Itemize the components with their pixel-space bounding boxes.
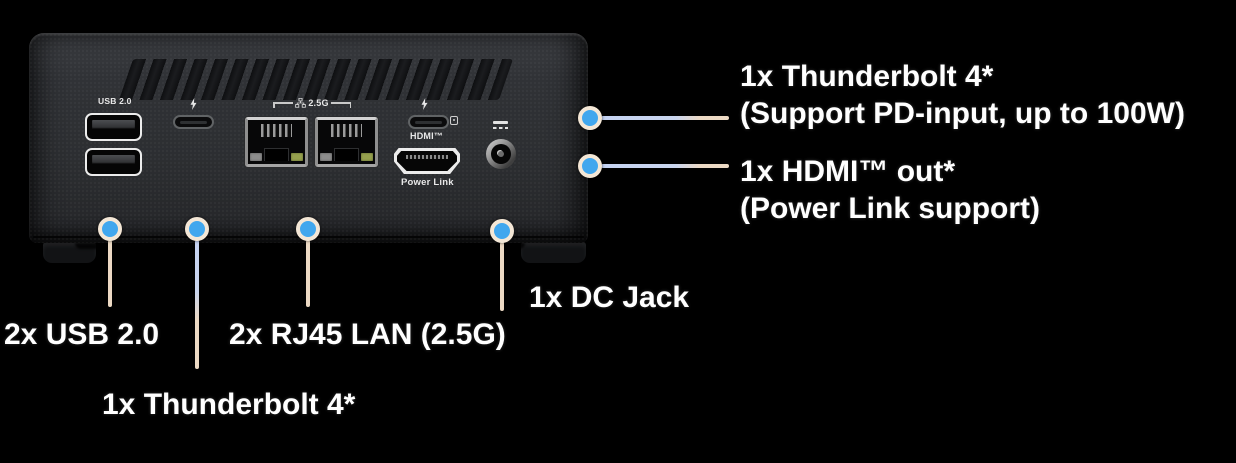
usb-a-port-1 xyxy=(85,113,142,141)
connector-line-thunderbolt-bottom xyxy=(195,240,199,369)
callout-dot-hdmi xyxy=(578,154,602,178)
lan-speed-print-label: 2.5G xyxy=(308,98,329,108)
rj45-port-2 xyxy=(315,117,378,167)
device-under-shadow xyxy=(75,243,525,249)
callout-label-usb: 2x USB 2.0 xyxy=(4,318,160,351)
lan-speed-bracket: 2.5G xyxy=(273,98,351,111)
usb-2.0-print-label: USB 2.0 xyxy=(98,96,132,106)
thunderbolt-port-right xyxy=(408,115,449,129)
lan-network-icon xyxy=(295,98,307,108)
callout-dot-thunderbolt-right xyxy=(578,106,602,130)
thunderbolt-port-left xyxy=(173,115,214,129)
callout-label-thunderbolt-bottom: 1x Thunderbolt 4* xyxy=(102,388,356,421)
hdmi-port xyxy=(394,148,460,174)
display-pd-icon xyxy=(450,116,458,125)
power-link-print-label: Power Link xyxy=(401,177,454,188)
callout-label-thunderbolt-right: 1x Thunderbolt 4* (Support PD-input, up … xyxy=(740,58,1185,132)
rj45-port-1 xyxy=(245,117,308,167)
vent-grille xyxy=(118,59,514,100)
dc-jack-port xyxy=(486,139,516,169)
connector-line-dc-jack xyxy=(500,242,504,311)
usb-a-port-2 xyxy=(85,148,142,176)
callout-dot-dc-jack xyxy=(490,219,514,243)
callout-label-dc-jack: 1x DC Jack xyxy=(529,281,690,314)
mini-pc-rear-panel: USB 2.0 2.5G xyxy=(29,33,588,243)
callout-title: 1x Thunderbolt 4* xyxy=(740,60,994,93)
connector-line-hdmi xyxy=(601,164,729,168)
callout-subtitle: (Power Link support) xyxy=(740,192,1040,225)
device-foot-right xyxy=(521,242,586,263)
callout-title: 1x HDMI™ out* xyxy=(740,155,956,188)
hdmi-print-label: HDMI™ xyxy=(410,131,443,141)
callout-dot-usb xyxy=(98,217,122,241)
dc-power-icon xyxy=(493,121,508,129)
callout-label-rj45: 2x RJ45 LAN (2.5G) xyxy=(229,318,506,351)
connector-line-rj45 xyxy=(306,240,310,307)
callout-label-hdmi: 1x HDMI™ out* (Power Link support) xyxy=(740,153,1040,227)
bracket-tick-right xyxy=(349,102,351,108)
callout-subtitle: (Support PD-input, up to 100W) xyxy=(740,97,1185,130)
callout-dot-rj45 xyxy=(296,217,320,241)
connector-line-usb xyxy=(108,240,112,307)
connector-line-thunderbolt-right xyxy=(601,116,729,120)
callout-dot-thunderbolt-bottom xyxy=(185,217,209,241)
bracket-tick-left xyxy=(273,102,275,108)
thunderbolt-icon xyxy=(190,98,197,110)
thunderbolt-icon xyxy=(421,98,428,110)
